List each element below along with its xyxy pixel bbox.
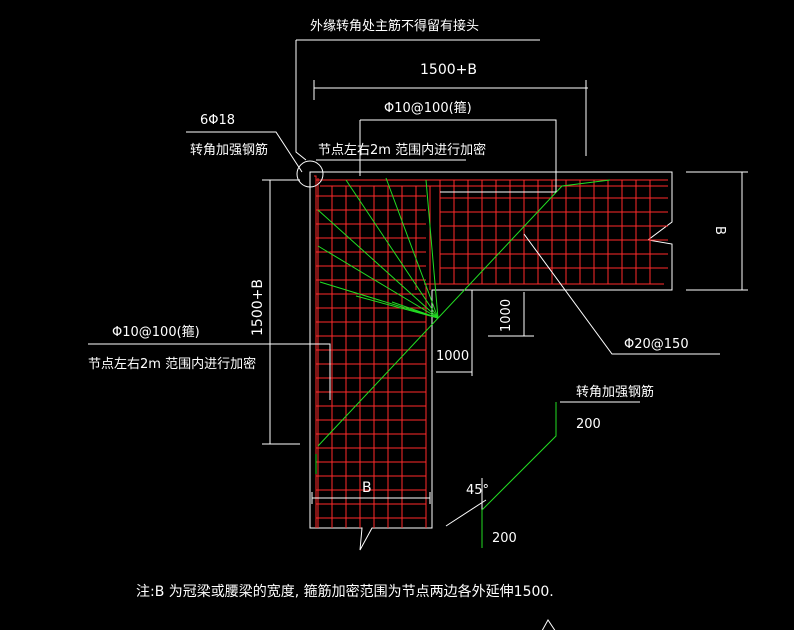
dim-200-a: 200 <box>576 417 601 432</box>
dim-200-b: 200 <box>492 531 517 546</box>
rebar-grid <box>316 180 668 528</box>
corner-joint-marker <box>296 160 324 188</box>
main-bars <box>314 175 668 528</box>
dim-1000-horizontal: 1000 <box>436 349 469 364</box>
corner-bar-detail-label: 转角加强钢筋 <box>576 384 654 400</box>
dim-left: 1500+B <box>250 279 266 336</box>
dense-top: 节点左右2m 范围内进行加密 <box>318 142 486 158</box>
corner-fan-bar <box>345 179 439 319</box>
note: 注:B 为冠梁或腰梁的宽度, 箍筋加密范围为节点两边各外延伸1500. <box>136 583 554 600</box>
stirrup-top: Φ10@100(箍) <box>384 100 472 116</box>
corner-strengthening-bars <box>315 177 611 474</box>
corner-fan-bar <box>385 177 439 319</box>
corner-bar-top: 转角加强钢筋 <box>190 142 268 158</box>
angle-label: 45° <box>466 483 489 498</box>
dim-b-right: B <box>712 226 727 235</box>
rebar-count: 6Φ18 <box>200 113 235 128</box>
corner-fan-bar <box>425 179 439 319</box>
corner-bar-detail <box>481 402 557 548</box>
corner-fan-bar <box>319 281 439 319</box>
dim-1000-vertical: 1000 <box>499 299 514 332</box>
corner-fan-bar <box>317 209 439 319</box>
dense-left: 节点左右2m 范围内进行加密 <box>88 356 256 372</box>
dim-top: 1500+B <box>420 62 477 78</box>
corner-fan-bar <box>355 295 439 319</box>
corner-fan-bar <box>317 245 439 319</box>
beam-outline <box>309 171 673 551</box>
stirrup-left: Φ10@100(箍) <box>112 324 200 340</box>
main-bar-label: Φ20@150 <box>624 337 689 352</box>
top-note: 外缘转角处主筋不得留有接头 <box>310 18 479 34</box>
dim-b-bottom: B <box>362 480 372 496</box>
leader-lines <box>88 39 748 630</box>
corner-fan-bar <box>391 301 439 319</box>
